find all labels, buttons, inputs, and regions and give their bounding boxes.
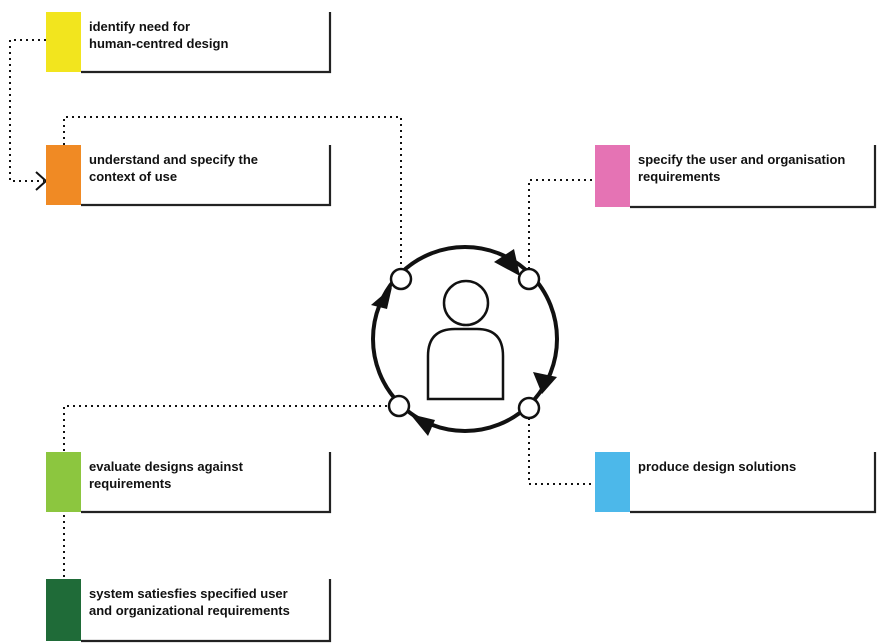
step-label-line: human-centred design [89,36,228,51]
step-label-line: context of use [89,169,177,184]
cycle-arrow-right-icon [533,372,557,394]
step-label-line: identify need for [89,19,190,34]
connector-cycle-specify [528,179,595,269]
step-label-line: specify the user and organisation [638,152,845,167]
cycle-ring [371,245,559,433]
step-label: produce design solutions [638,459,796,474]
step-label-line: and organizational requirements [89,603,290,618]
step-label-line: requirements [638,169,720,184]
step-card-specify: specify the user and organisation require… [595,145,877,209]
user-icon [426,279,505,401]
cycle [371,245,559,436]
cycle-arrow-left-icon [371,287,392,309]
step-card-system: system satiesfies specified user and orga… [46,579,332,643]
step-label: system satiesfies specified user and orga… [89,586,290,618]
card-color-tab [46,579,81,641]
cycle-arrow-top-right-icon [494,249,520,276]
connector-understand-cycle [63,116,402,269]
step-label: evaluate designs against requirements [89,459,244,491]
step-label-line: understand and specify the [89,152,258,167]
card-border [81,579,332,643]
card-color-tab [46,145,81,205]
cycle-node-top-right [517,267,541,291]
connector-cycle-evaluate [63,405,399,452]
cycle-node-bottom-right [517,396,541,420]
step-label: understand and specify the context of use [89,152,258,184]
cycle-arrow-bottom-left-icon [410,414,435,436]
step-label-line: requirements [89,476,171,491]
step-label-line: system satiesfies specified user [89,586,288,601]
card-color-tab [595,452,630,512]
connector-cycle-produce [528,418,595,485]
card-background [46,579,330,641]
card-color-tab [595,145,630,207]
step-label-line: evaluate designs against [89,459,244,474]
step-card-identify: identify need for human-centred design [46,12,332,74]
card-border [81,452,332,514]
step-label: specify the user and organisation require… [638,152,845,184]
connectors [9,39,595,579]
cycle-node-bottom-left [387,394,411,418]
card-background [46,452,330,512]
connector-identify-understand [9,39,46,182]
cycle-node-top-left [389,267,413,291]
card-border [630,452,877,514]
connector-arrows [35,171,76,593]
step-card-evaluate: evaluate designs against requirements [46,452,332,514]
step-label-line: produce design solutions [638,459,796,474]
card-border [630,145,877,209]
step-cards: identify need for human-centred design und… [46,12,877,643]
card-border [81,12,332,74]
card-color-tab [46,12,81,72]
card-border [81,145,332,207]
card-background [595,145,875,207]
card-background [46,145,330,205]
card-background [595,452,875,512]
step-label: identify need for human-centred design [89,19,228,51]
step-card-understand: understand and specify the context of use [46,145,332,207]
card-background [46,12,330,72]
card-color-tab [46,452,81,512]
step-card-produce: produce design solutions [595,452,877,514]
